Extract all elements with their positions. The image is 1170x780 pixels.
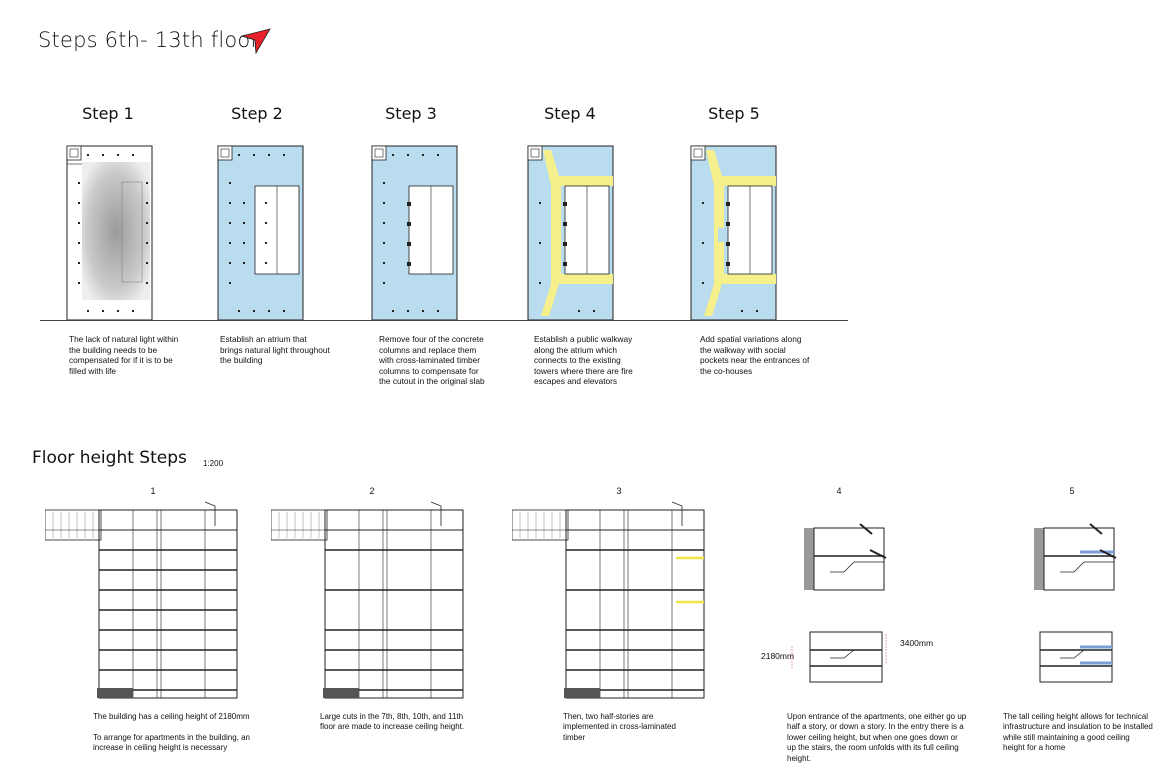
step-5-label: Step 5 — [708, 104, 760, 123]
ground-line — [40, 320, 848, 321]
section-drawing-5-bottom — [1039, 631, 1113, 683]
section-drawing-2 — [271, 501, 464, 699]
section-drawing-4-top — [804, 523, 887, 591]
floor-step-4-number: 4 — [836, 486, 842, 496]
floor-step-1-number: 1 — [150, 486, 156, 496]
section-title: Floor height Steps — [32, 448, 187, 468]
floor-step-4-description: Upon entrance of the apartments, one eit… — [787, 712, 967, 763]
floor-plan-step-4 — [527, 145, 614, 320]
floor-step-3-description: Then, two half-stories are implemented i… — [563, 712, 676, 742]
section-drawing-4-bottom — [791, 631, 887, 683]
floor-plan-step-3 — [371, 145, 458, 320]
step-3-description: Remove four of the concrete columns and … — [379, 334, 485, 387]
step-4-description: Establish a public walkway along the atr… — [534, 334, 633, 387]
floor-step-1-description: The building has a ceiling height of 218… — [93, 712, 250, 753]
step-2-description: Establish an atrium that brings natural … — [220, 334, 330, 366]
step-1-description: The lack of natural light within the bui… — [69, 334, 179, 376]
page-title: Steps 6th- 13th floor — [38, 28, 260, 52]
floor-step-5-description: The tall ceiling height allows for techn… — [1003, 712, 1153, 753]
scale-label: 1:200 — [203, 459, 224, 468]
step-4-label: Step 4 — [544, 104, 596, 123]
floor-step-5-number: 5 — [1069, 486, 1075, 496]
floor-step-3-number: 3 — [616, 486, 622, 496]
section-drawing-3 — [512, 501, 705, 699]
step-2-label: Step 2 — [231, 104, 283, 123]
section-drawing-5-top — [1034, 523, 1117, 591]
step-1-label: Step 1 — [82, 104, 134, 123]
floor-plan-step-2 — [217, 145, 304, 320]
section-drawing-1 — [45, 501, 238, 699]
dimension-high: 3400mm — [900, 638, 934, 648]
floor-plan-step-1 — [66, 145, 153, 320]
floor-step-2-number: 2 — [369, 486, 375, 496]
floor-step-2-description: Large cuts in the 7th, 8th, 10th, and 11… — [320, 712, 465, 732]
step-5-description: Add spatial variations along the walkway… — [700, 334, 810, 376]
step-3-label: Step 3 — [385, 104, 437, 123]
dimension-low: 2180mm — [761, 651, 795, 661]
north-arrow-icon — [240, 28, 271, 55]
floor-plan-step-5 — [690, 145, 777, 320]
